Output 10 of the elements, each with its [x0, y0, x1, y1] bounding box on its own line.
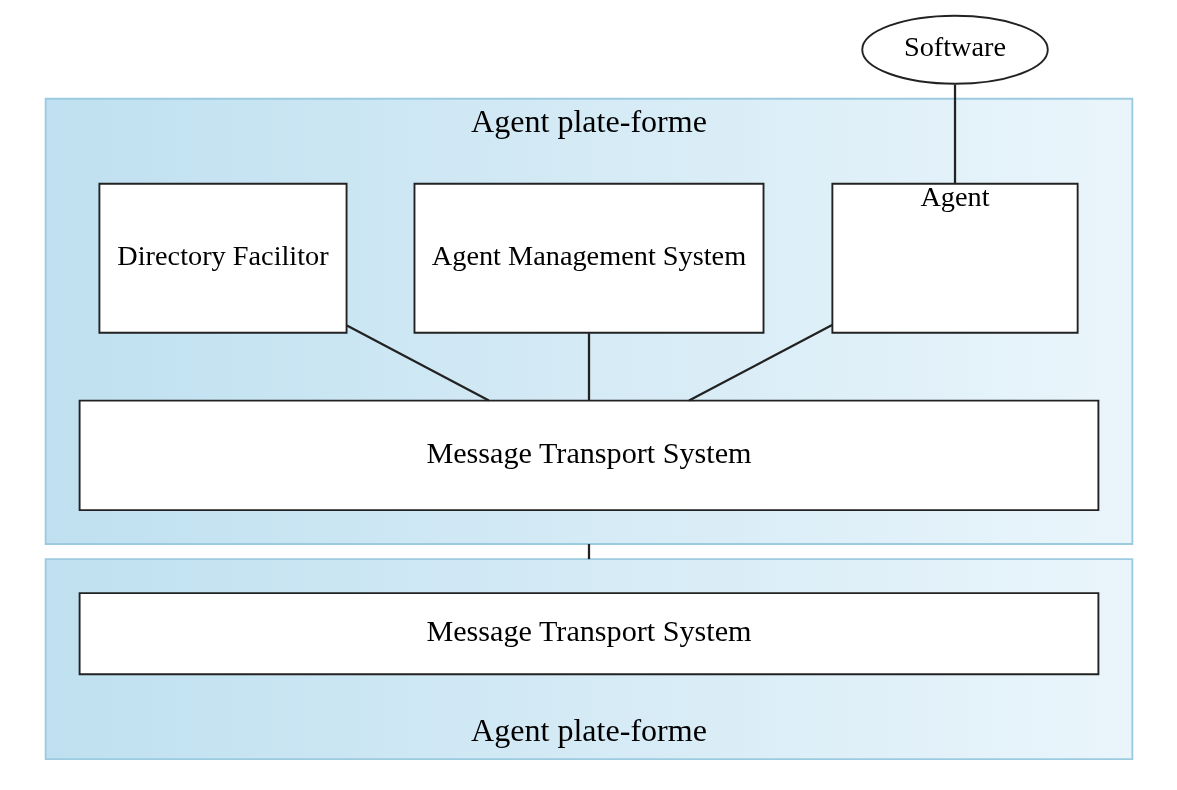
node-box: Directory Facilitor: [97, 182, 347, 334]
node-box: Message Transport System: [78, 592, 1099, 676]
node-ellipse: Software: [860, 14, 1049, 85]
node-box: Agent Management System: [413, 182, 764, 334]
connector: [587, 333, 590, 401]
connector: [953, 84, 956, 184]
connector: [345, 324, 489, 402]
node-box: Agent: [830, 182, 1079, 334]
connector: [688, 324, 833, 402]
node-box: Message Transport System: [78, 399, 1099, 512]
